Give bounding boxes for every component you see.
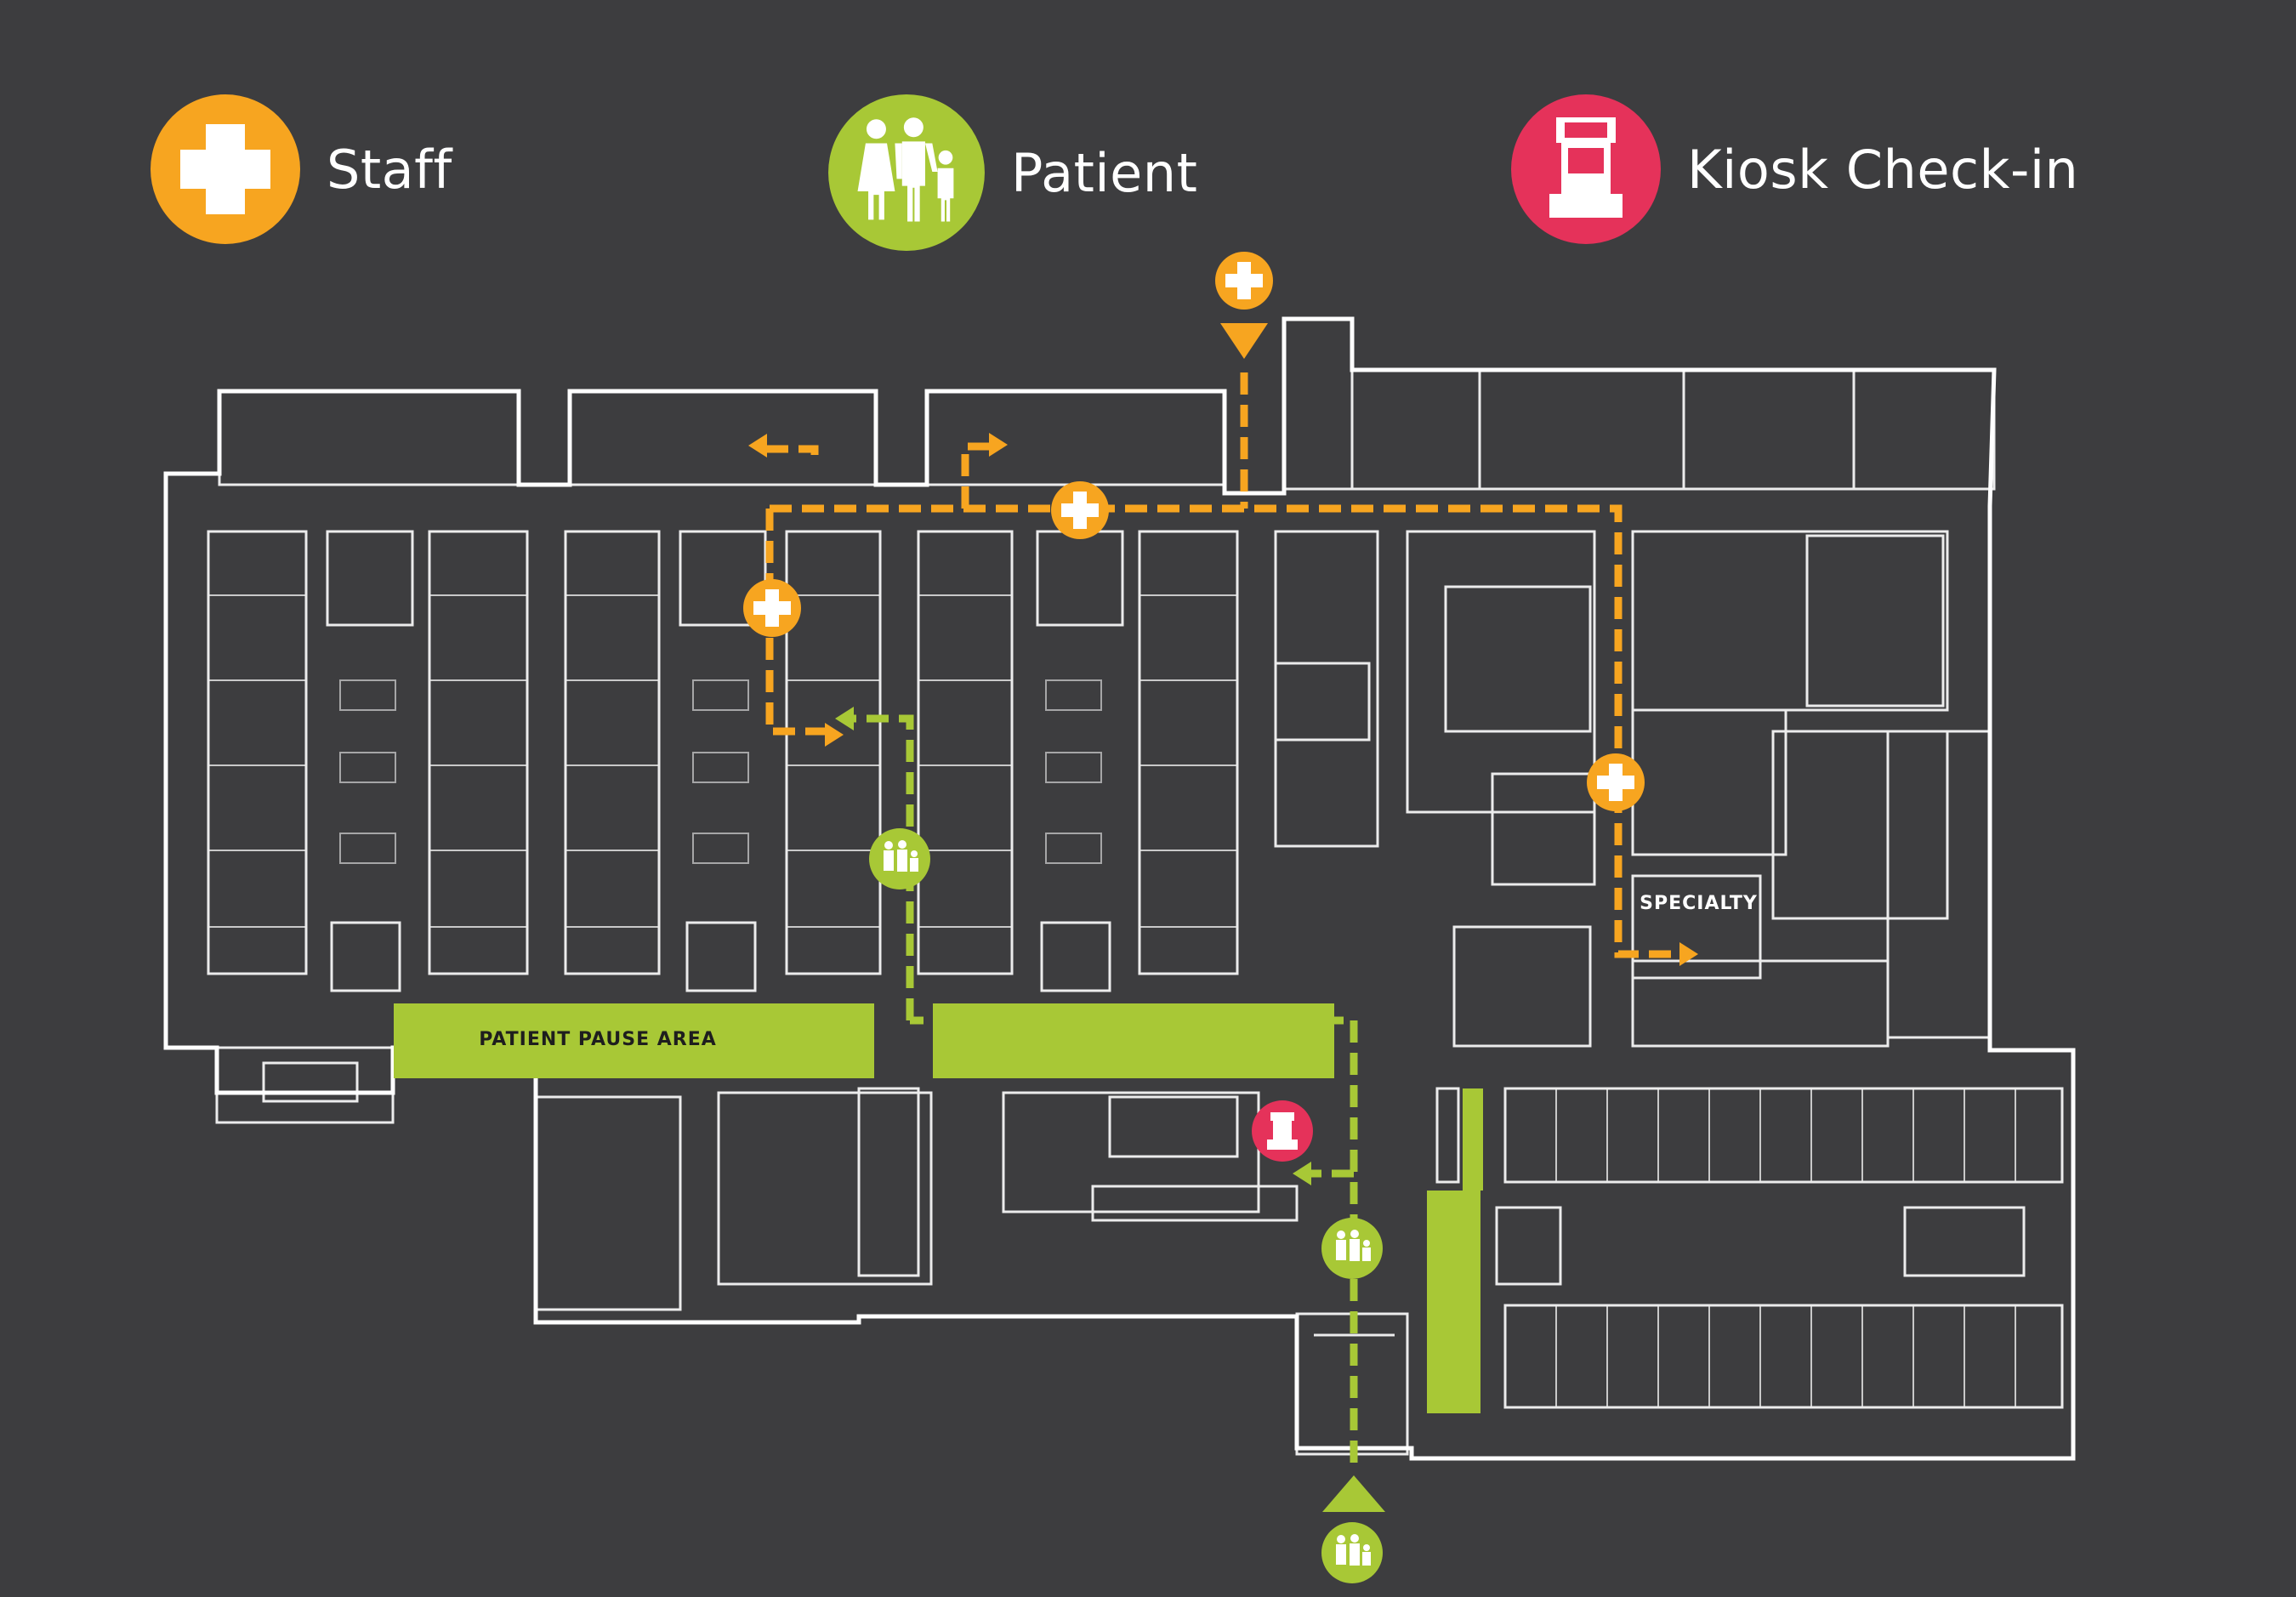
legend-staff: Staff: [150, 94, 452, 245]
legend-patient-label: Patient: [1011, 141, 1198, 204]
green-zones: [394, 1003, 1483, 1413]
specialty-label: SPECIALTY: [1640, 893, 1758, 914]
patient-marker-bottom: [1321, 1522, 1383, 1583]
right-green-strip: [1463, 1088, 1483, 1191]
right-green-zone: [1427, 1191, 1480, 1413]
staff-marker-top: [1215, 252, 1273, 310]
kiosk-marker: [1252, 1100, 1313, 1162]
family-icon: [828, 94, 985, 251]
patient-pause-area-label: PATIENT PAUSE AREA: [479, 1029, 717, 1050]
patient-route: [850, 714, 1358, 1463]
legend-kiosk: Kiosk Check-in: [1510, 94, 2078, 245]
legend-patient: Patient: [827, 94, 1197, 252]
staff-marker-corridor: [1051, 481, 1109, 539]
patient-marker-entry: [1321, 1218, 1383, 1279]
staff-marker-left: [743, 579, 801, 637]
waiting-zone: [933, 1003, 1334, 1078]
staff-marker-right: [1587, 753, 1645, 811]
patient-route-arrowheads: [835, 707, 1385, 1512]
wall-lines: [207, 317, 2064, 1456]
exam-room-blocks: [207, 530, 1239, 975]
legend-staff-label: Staff: [327, 138, 452, 201]
legend-kiosk-label: Kiosk Check-in: [1687, 138, 2079, 201]
staff-route-arrowheads: [748, 323, 1698, 966]
kiosk-icon: [1511, 94, 1661, 244]
staff-cross-icon: [151, 94, 300, 244]
patient-marker-center: [869, 828, 930, 889]
patient-pause-area-zone: [394, 1003, 874, 1078]
